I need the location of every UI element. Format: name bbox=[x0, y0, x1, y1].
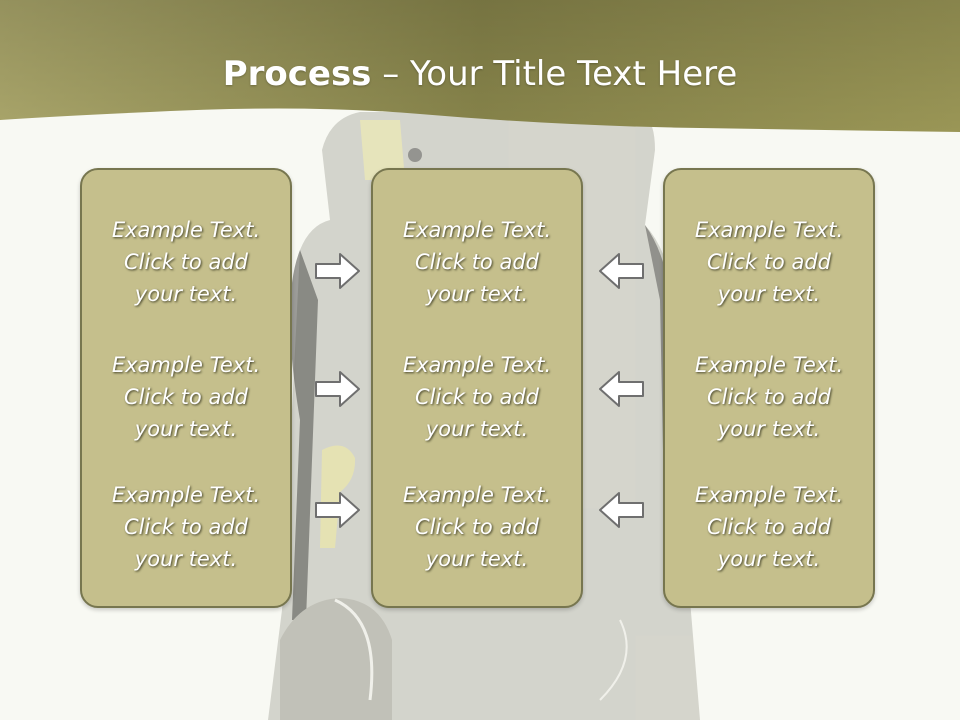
text-line: Click to add bbox=[123, 250, 248, 274]
text-block[interactable]: Example Text. Click to add your text. bbox=[373, 479, 581, 575]
text-line: your text. bbox=[717, 417, 821, 441]
text-block[interactable]: Example Text. Click to add your text. bbox=[373, 349, 581, 445]
text-block[interactable]: Example Text. Click to add your text. bbox=[665, 479, 873, 575]
text-line: Click to add bbox=[706, 250, 831, 274]
text-block[interactable]: Example Text. Click to add your text. bbox=[373, 214, 581, 310]
text-line: Click to add bbox=[706, 385, 831, 409]
text-line: Example Text. bbox=[402, 353, 552, 377]
slide-title[interactable]: Process – Your Title Text Here bbox=[0, 52, 960, 96]
left-text-panel[interactable]: Example Text. Click to add your text. Ex… bbox=[80, 168, 292, 608]
text-line: Example Text. bbox=[694, 353, 844, 377]
arrow-right-icon[interactable] bbox=[314, 369, 362, 409]
text-line: your text. bbox=[134, 282, 238, 306]
text-block[interactable]: Example Text. Click to add your text. bbox=[665, 349, 873, 445]
arrow-left-icon[interactable] bbox=[597, 490, 645, 530]
text-line: Click to add bbox=[414, 250, 539, 274]
text-line: your text. bbox=[425, 282, 529, 306]
text-line: Example Text. bbox=[402, 218, 552, 242]
text-line: Example Text. bbox=[402, 483, 552, 507]
text-line: your text. bbox=[425, 417, 529, 441]
right-text-panel[interactable]: Example Text. Click to add your text. Ex… bbox=[663, 168, 875, 608]
text-line: Click to add bbox=[414, 385, 539, 409]
text-line: your text. bbox=[134, 547, 238, 571]
arrow-right-icon[interactable] bbox=[314, 490, 362, 530]
arrow-left-icon[interactable] bbox=[597, 369, 645, 409]
text-line: Example Text. bbox=[111, 353, 261, 377]
text-line: your text. bbox=[717, 547, 821, 571]
text-block[interactable]: Example Text. Click to add your text. bbox=[82, 479, 290, 575]
text-line: your text. bbox=[717, 282, 821, 306]
text-line: Example Text. bbox=[694, 218, 844, 242]
text-line: your text. bbox=[134, 417, 238, 441]
text-line: Click to add bbox=[123, 515, 248, 539]
text-line: Example Text. bbox=[694, 483, 844, 507]
text-line: Click to add bbox=[414, 515, 539, 539]
text-block[interactable]: Example Text. Click to add your text. bbox=[665, 214, 873, 310]
text-line: your text. bbox=[425, 547, 529, 571]
center-text-panel[interactable]: Example Text. Click to add your text. Ex… bbox=[371, 168, 583, 608]
title-rest: – Your Title Text Here bbox=[371, 54, 738, 94]
text-line: Example Text. bbox=[111, 483, 261, 507]
text-block[interactable]: Example Text. Click to add your text. bbox=[82, 349, 290, 445]
text-line: Click to add bbox=[706, 515, 831, 539]
title-bold: Process bbox=[222, 54, 372, 94]
text-line: Click to add bbox=[123, 385, 248, 409]
text-line: Example Text. bbox=[111, 218, 261, 242]
text-block[interactable]: Example Text. Click to add your text. bbox=[82, 214, 290, 310]
arrow-right-icon[interactable] bbox=[314, 251, 362, 291]
arrow-left-icon[interactable] bbox=[597, 251, 645, 291]
